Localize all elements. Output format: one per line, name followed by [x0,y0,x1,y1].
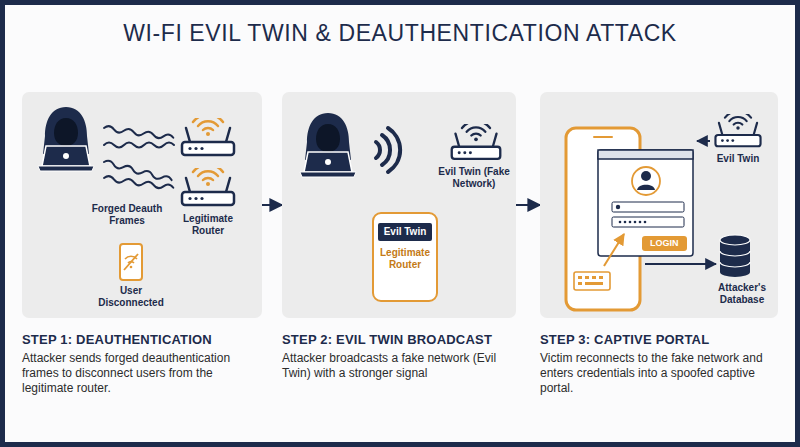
disconnected-phone-icon [120,244,142,280]
part-label: Attacker's Database [706,282,778,306]
network-name-bar: Evil Twin [378,223,432,241]
router-arrow [697,140,710,142]
step-description: Victim reconnects to the fake network an… [540,351,778,396]
phone-screen: Evil TwinLegitimate Router [372,212,438,302]
part-label: Evil Twin [708,153,768,165]
part-label: Evil Twin (Fake Network) [436,166,512,190]
step-description: Attacker sends forged deauthentication f… [22,351,262,396]
node-label: Legitimate Router [374,243,436,271]
keyboard-icon [574,272,610,290]
step-description: Attacker broadcasts a fake network (Evil… [282,351,516,381]
attacker-icon [38,107,94,171]
router-icon [182,165,234,205]
step-arrow [516,204,540,206]
node-label: Evil Twin [380,226,430,238]
diagram-title: WI-FI EVIL TWIN & DEAUTHENTICATION ATTAC… [0,20,800,47]
broadcast-waves [376,128,400,172]
node-label: LOGIN [650,238,679,249]
attacker-icon [300,113,356,177]
part-label: User Disconnected [96,285,166,309]
exfil-arrow [645,263,716,265]
deauth-waves [103,126,174,191]
router-icon [182,115,234,155]
step-heading: STEP 1: DEAUTHENTICATION [22,332,212,347]
login-button: LOGIN [642,236,687,251]
input-arrow [604,234,624,266]
router-icon [452,121,501,159]
part-label: Legitimate Router [172,213,244,237]
login-card [598,150,693,256]
step-panel: STEP 2: EVIL TWIN BROADCASTAttacker broa… [282,92,516,318]
router-icon [715,111,760,146]
step-heading: STEP 3: CAPTIVE PORTAL [540,332,709,347]
part-label: Forged Deauth Frames [84,203,170,227]
step-arrow [262,204,282,206]
database-icon [720,235,750,277]
step-heading: STEP 2: EVIL TWIN BROADCAST [282,332,492,347]
